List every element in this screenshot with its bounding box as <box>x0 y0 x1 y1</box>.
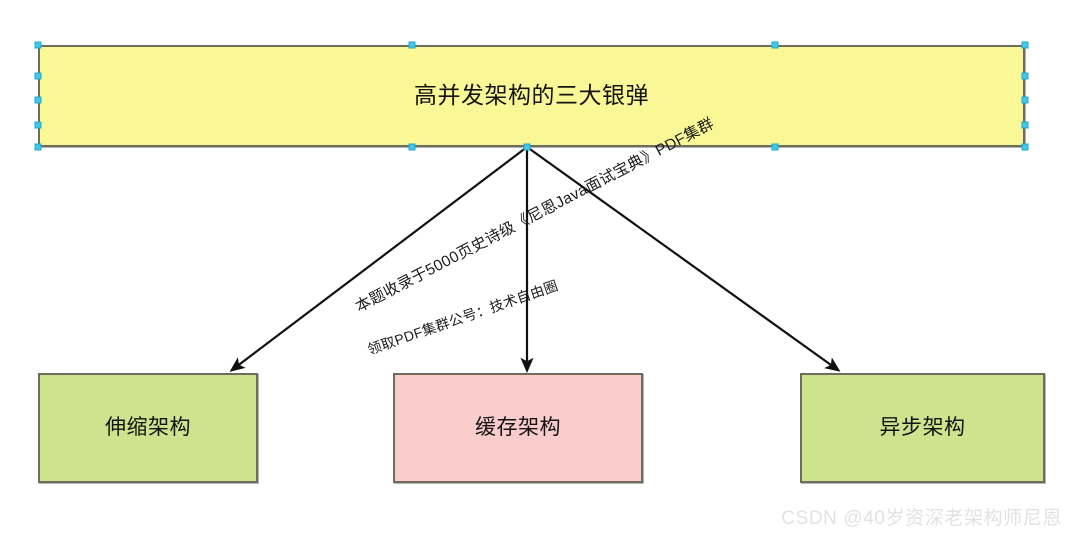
node-high-concurrency-root[interactable]: 高并发架构的三大银弹 <box>38 45 1025 147</box>
node-async-architecture[interactable]: 异步架构 <box>800 373 1045 483</box>
node-scaling-architecture[interactable]: 伸缩架构 <box>38 373 258 483</box>
selection-handle-top-center[interactable] <box>408 41 416 49</box>
selection-handle-bottom-right2[interactable] <box>771 143 779 151</box>
selection-handle-left-2[interactable] <box>34 96 42 104</box>
selection-handle-top-left[interactable] <box>34 41 42 49</box>
selection-handle-bottom-left[interactable] <box>34 143 42 151</box>
node-cache-label: 缓存架构 <box>475 416 561 440</box>
selection-handle-right-2[interactable] <box>1021 96 1029 104</box>
node-async-label: 异步架构 <box>879 416 966 440</box>
selection-handle-bottom-center2[interactable] <box>408 143 416 151</box>
selection-handle-left-1[interactable] <box>34 72 42 80</box>
selection-handle-top-right2[interactable] <box>771 41 779 49</box>
selection-handle-bottom-center[interactable] <box>523 143 531 151</box>
selection-handle-right-3[interactable] <box>1021 121 1029 129</box>
node-root-label: 高并发架构的三大银弹 <box>414 82 649 109</box>
node-cache-architecture[interactable]: 缓存架构 <box>393 373 643 483</box>
selection-handle-left-3[interactable] <box>34 121 42 129</box>
csdn-watermark: CSDN @40岁资深老架构师尼恩 <box>781 508 1062 529</box>
node-scaling-label: 伸缩架构 <box>105 416 191 440</box>
selection-handle-right-1[interactable] <box>1021 72 1029 80</box>
selection-handle-top-right[interactable] <box>1021 41 1029 49</box>
selection-handle-bottom-right[interactable] <box>1021 143 1029 151</box>
